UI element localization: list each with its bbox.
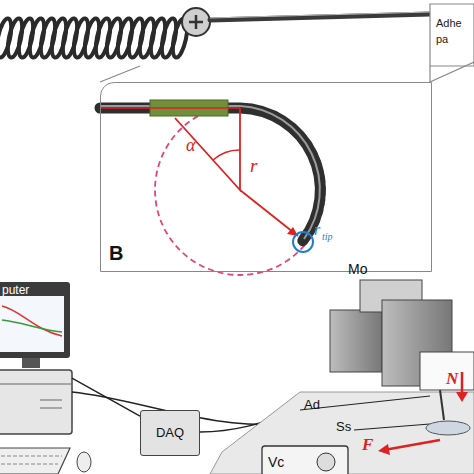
coil-turn [82, 17, 102, 59]
screen-curve [2, 306, 62, 336]
adhesive-paper-box [430, 4, 474, 66]
coil-turn [60, 17, 80, 59]
keyboard-keys [0, 456, 62, 464]
coil-turn [16, 17, 36, 59]
screw-slot [189, 15, 203, 29]
part-label: Adhe [436, 18, 462, 29]
coil-turn [104, 17, 124, 59]
part-label: pa [436, 34, 448, 45]
monitor [0, 282, 70, 358]
part-label: Vc [268, 455, 284, 469]
force-arrowhead [456, 392, 468, 402]
angle-lines [175, 108, 240, 190]
wire-line [72, 378, 140, 416]
computer [0, 282, 91, 474]
sensor-housing [420, 352, 474, 390]
motor-block [330, 310, 382, 372]
probe [440, 390, 444, 420]
inset-panel: B [100, 82, 432, 272]
node-text: puter [2, 284, 29, 296]
force-arrowhead [378, 444, 390, 455]
part-label: α [186, 136, 195, 154]
coil-turn [27, 17, 47, 59]
axis-line [100, 107, 240, 109]
camera-lens [317, 453, 335, 471]
part-label: Mo [348, 262, 367, 276]
bent-wire [100, 108, 320, 241]
screw [182, 8, 210, 36]
coil-turn [38, 17, 58, 59]
wire-highlight [100, 106, 320, 239]
part-label: F [362, 436, 373, 453]
coil-turn [148, 17, 168, 59]
coil-turn [126, 17, 146, 59]
node-text: DAQ [141, 426, 199, 439]
force-arrow [384, 440, 440, 450]
coil-turn [5, 17, 25, 59]
coil-turn [93, 17, 113, 59]
leader-line [300, 396, 430, 410]
coil-turn [159, 17, 179, 59]
angle-arc [213, 150, 240, 160]
perspective-lines [100, 62, 474, 82]
video-camera [262, 446, 348, 474]
part-label: tip [322, 232, 333, 242]
screen-curve [2, 320, 62, 332]
tower-detail [0, 384, 72, 408]
mouse [77, 452, 91, 472]
tip-circle [293, 232, 313, 252]
connector-wire [72, 378, 140, 416]
part-label: Ad [304, 398, 320, 411]
coil-turn [49, 17, 69, 59]
radius-line [240, 190, 298, 236]
monitor-screen [0, 296, 64, 352]
bent-tip-detail [100, 100, 325, 275]
part-label: N [446, 370, 458, 387]
coil-turn [71, 17, 91, 59]
rod-highlight [210, 12, 430, 18]
coil-turn [137, 17, 157, 59]
coil-turn [115, 17, 135, 59]
monitor-stand [22, 358, 40, 368]
leader-line [354, 424, 430, 430]
test-apparatus [210, 280, 474, 474]
part-label: r [314, 222, 320, 238]
part-label: r [250, 156, 257, 175]
daq-box: DAQ [140, 410, 200, 456]
node-text: B [109, 243, 123, 263]
computer-tower [0, 370, 72, 434]
part-label: Ss [336, 420, 351, 433]
spring-coil [0, 17, 190, 59]
sample-dish [426, 421, 470, 435]
computer-box: puter [0, 282, 72, 434]
keyboard [0, 448, 70, 474]
